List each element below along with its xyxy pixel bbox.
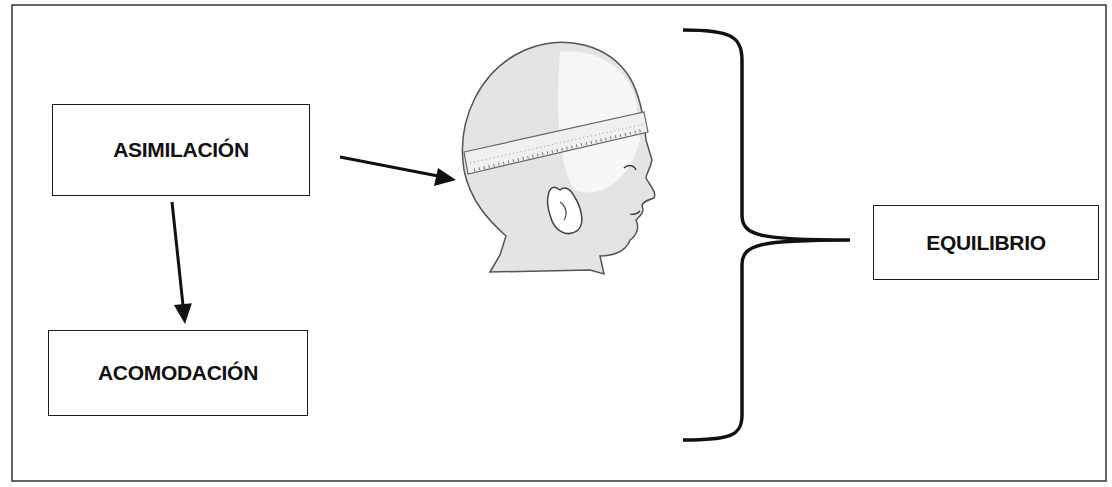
concept-box: ACOMODACIÓN bbox=[48, 330, 308, 416]
concept-box: ASIMILACIÓN bbox=[52, 104, 310, 196]
node-label: ASIMILACIÓN bbox=[113, 137, 249, 162]
node-label: ACOMODACIÓN bbox=[98, 360, 258, 385]
curly-brace bbox=[683, 30, 850, 440]
outer-frame bbox=[12, 5, 1106, 481]
result-box: EQUILIBRIO bbox=[873, 205, 1099, 280]
node-label: EQUILIBRIO bbox=[926, 230, 1046, 255]
pointer-arrow bbox=[340, 157, 456, 186]
connector-arrow bbox=[172, 202, 192, 324]
child-head-illustration bbox=[462, 42, 654, 274]
